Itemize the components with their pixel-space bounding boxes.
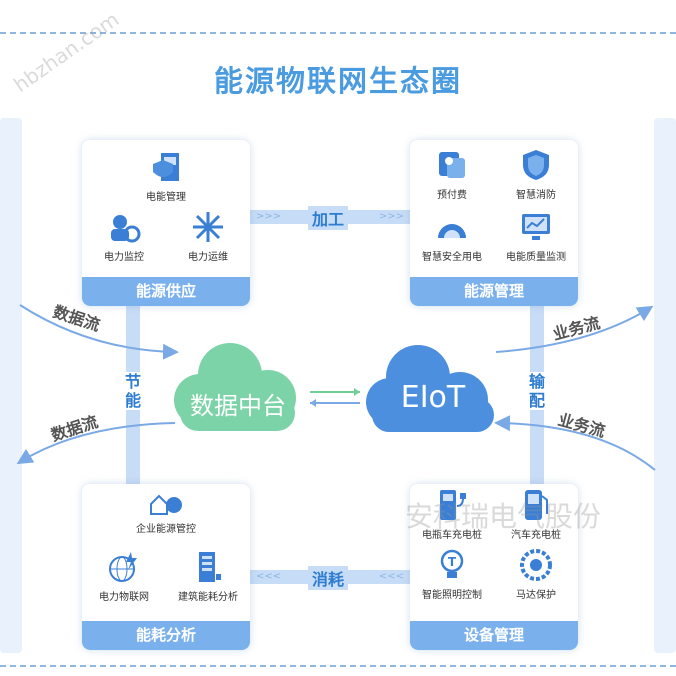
item-power-monitoring[interactable]: 电力监控 [82,210,166,263]
motor-gear-icon [520,549,552,581]
flow-label-save-char: 节 [125,372,142,391]
data-platform-cloud [174,343,296,431]
item-motor-protection[interactable]: 马达保护 [494,548,578,601]
item-label: 智慧安全用电 [422,252,482,263]
biz-flow-in-arrow [494,415,656,471]
left-side-panel [0,118,22,653]
chevron-left-icon: <<< [256,571,282,582]
card-energy-supply[interactable]: 电能管理 电力监控 电力运维 能源供应 [82,140,250,306]
item-label: 电力监控 [104,252,144,263]
fuel-pump-icon [525,490,548,520]
flow-label-distribute-char: 配 [529,391,546,410]
item-smart-safe-power[interactable]: 智慧安全用电 [410,210,494,263]
item-label: 马达保护 [516,590,556,601]
worker-gear-icon [111,215,141,243]
item-smart-fire[interactable]: 智慧消防 [494,148,578,201]
monitor-chart-icon [522,214,550,240]
item-car-charger[interactable]: 汽车充电桩 [494,488,578,541]
flow-label-distribute: 输 配 [529,372,546,410]
chevron-right-icon: >>> [256,211,282,222]
eiot-cloud [366,345,494,432]
item-enterprise-energy[interactable]: 企业能源管控 [124,490,208,535]
item-building-energy[interactable]: 建筑能耗分析 [166,550,250,603]
item-power-operation[interactable]: 电力运维 [166,210,250,263]
flow-label-process: 加工 [308,206,349,230]
card-footer: 设备管理 [410,621,578,650]
gauge-icon [438,224,466,238]
svg-text:T: T [448,555,457,569]
flow-label-distribute-char: 输 [529,372,546,391]
biz-flow-out-arrow [495,305,654,353]
shield-icon [523,150,549,180]
card-footer: 能耗分析 [82,621,250,650]
item-label: 电力运维 [188,252,228,263]
building-plug-icon [199,552,221,582]
item-ebike-charger[interactable]: 电瓶车充电桩 [410,488,494,541]
prepaid-card-icon [439,152,465,178]
flow-label-consume: 消耗 [308,566,349,590]
data-flow-out-arrow [16,422,176,465]
card-energy-management[interactable]: 预付费 智慧消防 智慧安全用电 电能质量监测 能源管理 [410,140,578,306]
card-footer: 能源管理 [410,277,578,306]
company-watermark: 安科瑞电气股份 [405,500,602,533]
chevron-right-icon: >>> [378,211,404,222]
snowflake-icon [193,212,223,242]
item-smart-lighting[interactable]: T 智能照明控制 [410,548,494,601]
right-side-panel [654,118,676,653]
item-label: 电力物联网 [99,592,149,603]
light-bulb-icon: T [440,549,464,578]
item-power-iot[interactable]: 电力物联网 [82,550,166,603]
flow-label-save: 节 能 [125,372,142,410]
item-label: 预付费 [437,190,467,201]
charger-plug-icon [440,490,466,520]
flow-label-save-char: 能 [125,391,142,410]
item-label: 智慧消防 [516,190,556,201]
bottom-dashed-divider [0,665,676,667]
item-label: 电能管理 [146,192,186,203]
globe-bolt-icon [109,552,137,582]
item-label: 汽车充电桩 [511,530,561,541]
building-shield-icon [153,153,179,181]
item-power-management[interactable]: 电能管理 [124,150,208,203]
chevron-left-icon: <<< [378,571,404,582]
item-prepaid[interactable]: 预付费 [410,148,494,201]
card-equipment-management[interactable]: 电瓶车充电桩 汽车充电桩 T 智能照明控制 马达保护 设备管理 [410,484,578,650]
card-energy-analysis[interactable]: 企业能源管控 电力物联网 建筑能耗分析 能耗分析 [82,484,250,650]
card-footer: 能源供应 [82,277,250,306]
item-power-quality[interactable]: 电能质量监测 [494,210,578,263]
item-label: 电能质量监测 [506,252,566,263]
data-platform-label: 数据中台 [190,392,286,420]
page-title: 能源物联网生态圈 [213,64,462,98]
item-label: 智能照明控制 [422,590,482,601]
data-flow-in-arrow [19,304,179,360]
house-pie-icon [150,494,182,515]
eiot-label: EIoT [400,380,466,415]
item-label: 电瓶车充电桩 [422,530,482,541]
top-dashed-divider [0,32,676,34]
item-label: 建筑能耗分析 [178,592,238,603]
item-label: 企业能源管控 [136,524,196,535]
